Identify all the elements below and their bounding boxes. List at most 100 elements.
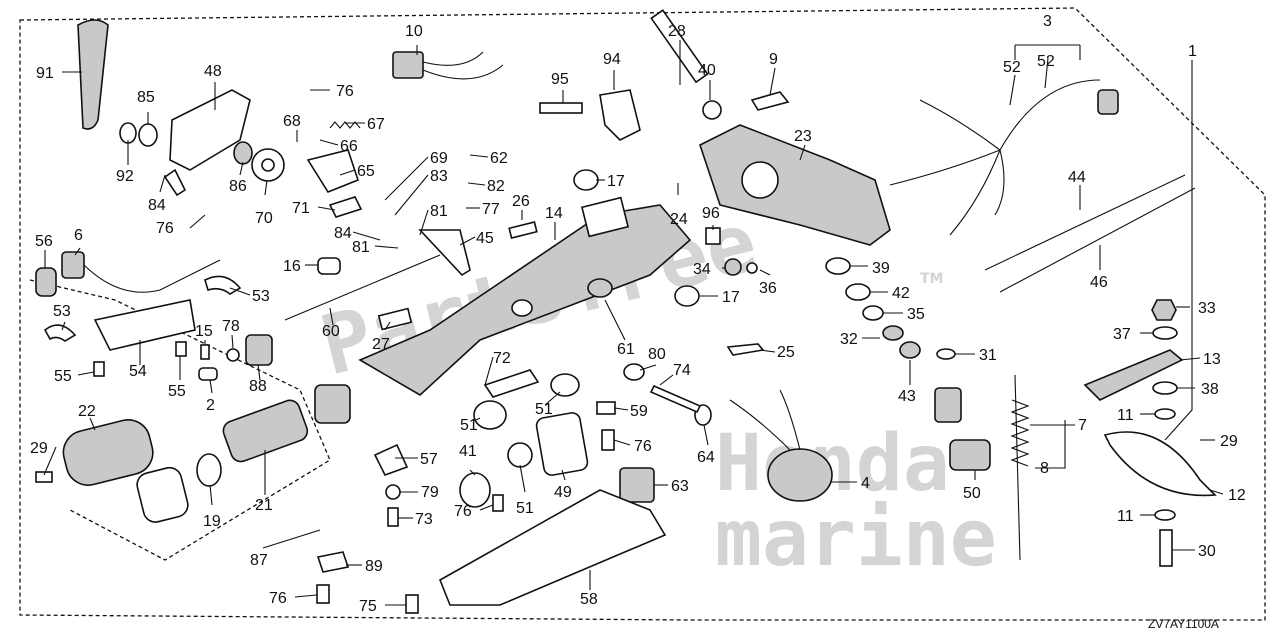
- screw-73: [387, 507, 399, 527]
- callout-76: 76: [634, 438, 652, 455]
- callout-71: 71: [292, 200, 310, 217]
- stay-48b: [163, 168, 187, 197]
- ring-19: [196, 453, 222, 487]
- grommet-61: [587, 278, 613, 298]
- callout-15: 15: [195, 323, 213, 340]
- callout-66: 66: [340, 138, 358, 155]
- callout-80: 80: [648, 346, 666, 363]
- callout-65: 65: [357, 163, 375, 180]
- callout-53: 53: [53, 303, 71, 320]
- callout-39: 39: [872, 260, 890, 277]
- callout-77: 77: [482, 201, 500, 218]
- callout-16: 16: [283, 258, 301, 275]
- clamp-51b: [507, 442, 533, 468]
- callout-68: 68: [283, 113, 301, 130]
- callout-95: 95: [551, 71, 569, 88]
- leader-lines: [43, 40, 1224, 606]
- bracket-94: [599, 89, 641, 141]
- callout-85: 85: [137, 89, 155, 106]
- washer-37: [1152, 326, 1178, 340]
- connector-harness-3: [1097, 89, 1119, 115]
- callout-81: 81: [352, 239, 370, 256]
- grommet-50: [949, 439, 991, 471]
- callout-6: 6: [74, 227, 83, 244]
- callout-29: 29: [30, 440, 48, 457]
- cam-70-hub: [261, 158, 275, 172]
- callout-79: 79: [421, 484, 439, 501]
- callout-30: 30: [1198, 543, 1216, 560]
- callout-84: 84: [148, 197, 166, 214]
- washer-11b: [1154, 509, 1176, 521]
- callout-29: 29: [1220, 433, 1238, 450]
- collar-56: [35, 267, 57, 297]
- cable-46: [999, 187, 1196, 293]
- screw-76e: [316, 584, 330, 604]
- washer-31: [936, 348, 956, 360]
- wire-6: [83, 259, 221, 293]
- bracket-65: [306, 149, 359, 193]
- callout-58: 58: [580, 591, 598, 608]
- tiller-bracket-23: [699, 124, 891, 246]
- throttle-arm-91: [77, 19, 109, 130]
- callout-51: 51: [460, 417, 478, 434]
- clamp-53b: [204, 275, 242, 295]
- callout-13: 13: [1203, 351, 1221, 368]
- callout-55: 55: [54, 368, 72, 385]
- callout-63: 63: [671, 478, 689, 495]
- grommet-61b: [511, 299, 533, 317]
- callout-57: 57: [420, 451, 438, 468]
- parts: [35, 9, 1217, 614]
- tiller-group-frame: [29, 279, 331, 561]
- callout-96: 96: [702, 205, 720, 222]
- washer-85: [138, 123, 158, 147]
- collar-17b: [674, 285, 700, 307]
- callout-73: 73: [415, 511, 433, 528]
- callout-23: 23: [794, 128, 812, 145]
- callout-76: 76: [269, 590, 287, 607]
- screw-76c: [492, 494, 504, 512]
- cover-63: [619, 467, 655, 503]
- switch-7: [934, 387, 962, 423]
- callout-27: 27: [372, 336, 390, 353]
- callout-51: 51: [535, 401, 553, 418]
- cable-44: [984, 174, 1186, 271]
- callout-42: 42: [892, 285, 910, 302]
- callout-59: 59: [630, 403, 648, 420]
- connector-6: [61, 251, 85, 279]
- diagram-code: ZV7AY1100A: [1148, 617, 1219, 631]
- callout-31: 31: [979, 347, 997, 364]
- ignition-switch-4: [767, 448, 833, 502]
- bracket-48: [169, 89, 251, 171]
- callout-10: 10: [405, 23, 423, 40]
- switch-panel: [580, 196, 630, 238]
- callout-87: 87: [250, 552, 268, 569]
- clamp-53a: [43, 324, 77, 342]
- bushing-88: [245, 334, 273, 366]
- clamp-51a: [473, 400, 507, 430]
- callout-14: 14: [545, 205, 563, 222]
- callout-75: 75: [359, 598, 377, 615]
- washer-36: [746, 262, 758, 274]
- nut-34: [724, 258, 742, 276]
- callout-9: 9: [769, 51, 778, 68]
- washer-78: [226, 348, 240, 362]
- callout-8: 8: [1040, 460, 1049, 477]
- spring-67: [329, 121, 361, 129]
- callout-94: 94: [603, 51, 621, 68]
- bushing-32: [882, 325, 904, 341]
- grommet-41: [459, 472, 491, 508]
- plate-71: [328, 196, 363, 218]
- lanyard-coil: [1010, 399, 1030, 467]
- bracket-72: [483, 369, 540, 398]
- harness-3: [889, 79, 1101, 236]
- callout-24: 24: [670, 211, 688, 228]
- wire-10: [422, 51, 504, 80]
- callout-11: 11: [1117, 508, 1134, 525]
- callout-53: 53: [252, 288, 270, 305]
- washer-40: [702, 100, 722, 120]
- callout-55: 55: [168, 383, 186, 400]
- callout-76: 76: [156, 220, 174, 237]
- callout-49: 49: [554, 484, 572, 501]
- callout-26: 26: [512, 193, 530, 210]
